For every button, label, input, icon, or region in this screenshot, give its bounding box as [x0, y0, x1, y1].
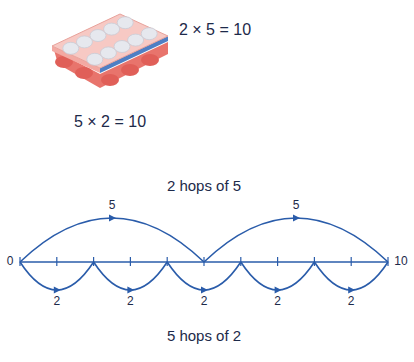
hop-arc — [241, 262, 315, 290]
hop-size: 2 — [201, 295, 208, 308]
hop-caption: 5 hops of 2 — [167, 328, 241, 345]
hop-size: 5 — [109, 199, 116, 212]
hop-size: 5 — [293, 199, 300, 212]
hop-arc — [94, 262, 168, 290]
hop-arc — [167, 262, 241, 290]
egg-carton — [52, 14, 168, 88]
hop-size: 2 — [127, 295, 134, 308]
hop-arc — [204, 218, 388, 262]
carton-top — [52, 14, 168, 68]
hop-size: 2 — [274, 295, 281, 308]
hop-size: 2 — [53, 295, 60, 308]
axis-label: 10 — [394, 255, 407, 268]
hop-arc — [314, 262, 388, 290]
hop-size: 2 — [348, 295, 355, 308]
number-line — [20, 218, 388, 290]
carton-cup — [101, 74, 119, 86]
axis-label: 0 — [7, 255, 14, 268]
carton-cup — [121, 64, 139, 76]
eggs — [63, 17, 157, 66]
equation: 5 × 2 = 10 — [74, 113, 146, 131]
hop-arc — [20, 218, 204, 262]
hop-arc — [20, 262, 94, 290]
carton-cup — [75, 67, 93, 79]
equation: 2 × 5 = 10 — [179, 21, 251, 39]
arrowheads — [54, 215, 355, 294]
hop-caption: 2 hops of 5 — [167, 178, 241, 195]
carton-cup — [141, 54, 159, 66]
